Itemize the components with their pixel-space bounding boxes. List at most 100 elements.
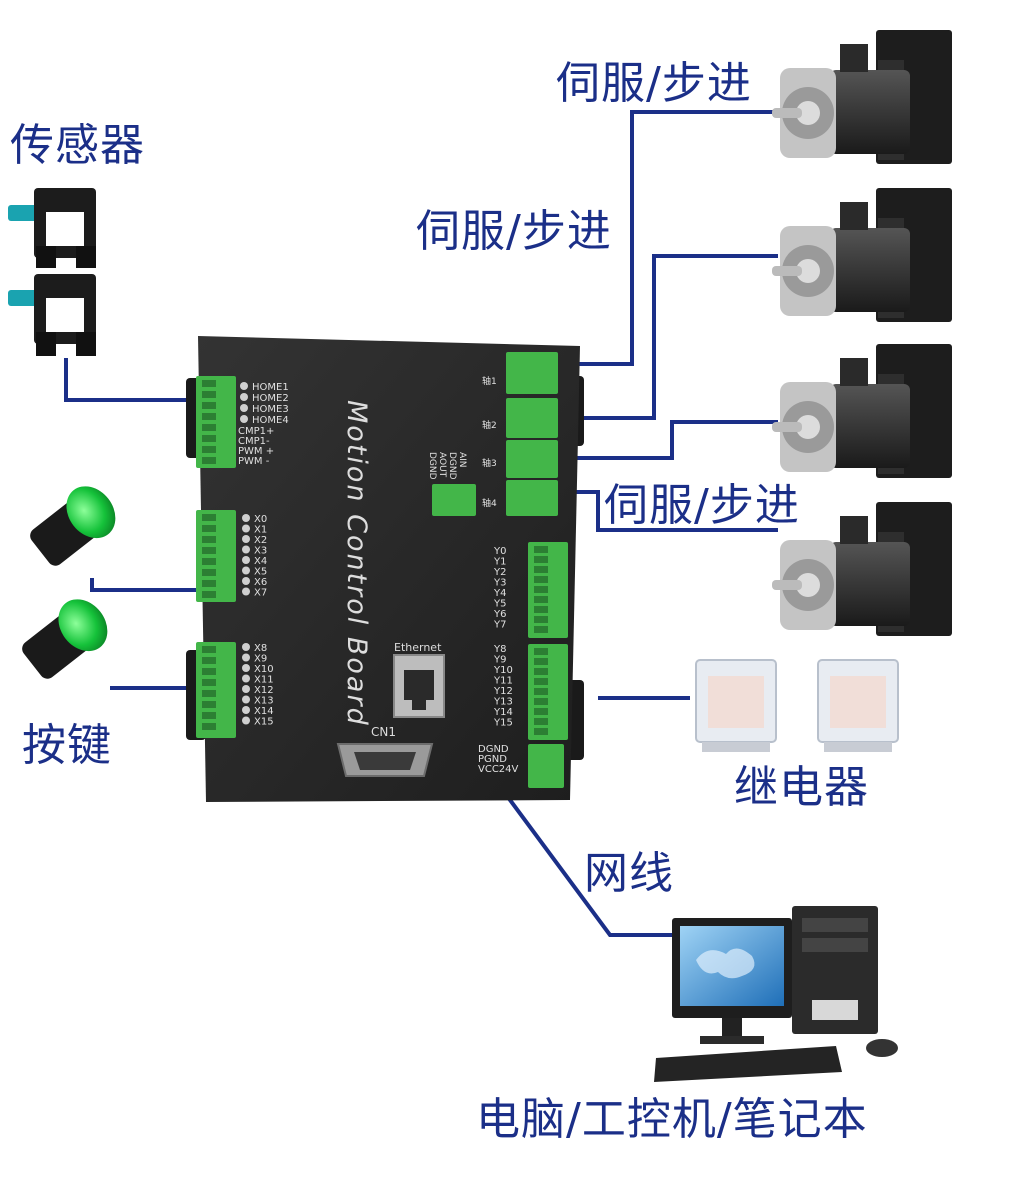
relay-2	[817, 659, 899, 752]
terminal-screw	[202, 646, 216, 653]
terminal-screw	[202, 580, 216, 587]
pin-label: Y10	[493, 665, 513, 676]
pin-label: X15	[254, 717, 274, 728]
servo-unit-4	[772, 502, 952, 636]
pin-label: CMP1+	[238, 426, 274, 437]
push-button-1	[30, 486, 116, 566]
pin-label: X1	[254, 525, 267, 536]
status-led	[242, 577, 250, 585]
pin-label: X6	[254, 577, 267, 588]
terminal-screw	[202, 701, 216, 708]
status-led	[242, 566, 250, 575]
pin-label: X12	[254, 685, 274, 696]
pin-label: X11	[254, 675, 274, 686]
terminal-screw	[534, 708, 548, 715]
status-led	[242, 706, 250, 714]
terminal-screw	[202, 413, 216, 420]
status-led	[242, 695, 250, 704]
status-led	[240, 404, 248, 412]
terminal-screw	[202, 457, 216, 464]
status-led	[242, 653, 250, 662]
status-led	[242, 664, 250, 672]
servo-label-3: 伺服/步进	[604, 480, 800, 531]
pin-label: X9	[254, 654, 267, 665]
terminal-screw	[202, 657, 216, 664]
status-led	[240, 382, 248, 390]
terminal-screw	[202, 547, 216, 554]
terminal-screw	[202, 536, 216, 543]
sensor-2	[8, 274, 96, 356]
analog-pin-label: AIN	[457, 452, 467, 468]
pin-label: Y7	[493, 620, 506, 631]
pin-label: Y14	[493, 707, 513, 718]
pin-label: X10	[254, 664, 274, 675]
terminal-screw	[202, 402, 216, 409]
pin-label: Y0	[493, 546, 506, 557]
pin-label: Y3	[493, 578, 506, 589]
axis-label: 轴4	[482, 497, 497, 509]
servo-unit-2	[772, 188, 952, 322]
terminal-screw	[202, 435, 216, 442]
status-led	[242, 685, 250, 693]
status-led	[240, 415, 248, 423]
sensor-1	[8, 188, 96, 268]
terminal-screw	[534, 658, 548, 665]
terminal-screw	[202, 690, 216, 697]
terminal-block-x-low	[196, 510, 236, 602]
wire-servo-2	[548, 254, 778, 420]
wire-sensor	[64, 358, 205, 402]
terminal-screw	[202, 558, 216, 565]
pin-label: CMP1-	[238, 436, 270, 447]
axis-label: 轴1	[482, 375, 497, 387]
pin-label: X0	[254, 514, 267, 525]
status-led	[242, 716, 250, 725]
pin-label: Y6	[493, 609, 506, 620]
analog-pin-label: DGND	[427, 452, 437, 480]
pin-label: X5	[254, 567, 267, 578]
ethernet-label: Ethernet	[394, 641, 442, 654]
pin-label: X7	[254, 588, 267, 599]
terminal-screw	[202, 525, 216, 532]
pin-label: PWM -	[238, 456, 270, 467]
terminal-screw	[534, 586, 548, 593]
relay-1	[695, 659, 777, 752]
terminal-screw	[202, 679, 216, 686]
status-led	[242, 535, 250, 543]
network-cable-label: 网线	[584, 848, 674, 899]
pin-label: Y15	[493, 718, 513, 729]
pin-label: HOME4	[252, 415, 289, 426]
pin-label: DGND	[478, 744, 509, 755]
status-led	[242, 674, 250, 683]
servo-label-1: 伺服/步进	[556, 58, 752, 109]
board-title: Motion Control Board	[341, 400, 372, 727]
terminal-screw	[534, 728, 548, 735]
terminal-screw	[534, 546, 548, 553]
pin-label: X14	[254, 706, 274, 717]
pin-label: X2	[254, 535, 267, 546]
axis-connectors	[432, 352, 558, 516]
terminal-screw	[202, 446, 216, 453]
pin-label: X3	[254, 546, 267, 557]
pin-label: PWM +	[238, 446, 274, 457]
terminal-screw	[534, 698, 548, 705]
terminal-screw	[202, 424, 216, 431]
terminal-screw	[202, 723, 216, 730]
terminal-screw	[534, 668, 548, 675]
ethernet-port	[393, 654, 445, 718]
servo-label-2: 伺服/步进	[416, 206, 612, 257]
terminal-screw	[202, 514, 216, 521]
pin-label: Y13	[493, 697, 513, 708]
terminal-screw	[534, 566, 548, 573]
terminal-screw	[202, 712, 216, 719]
computer	[654, 906, 898, 1082]
servo-unit-1	[772, 30, 952, 164]
pin-label: Y12	[493, 686, 513, 697]
pin-label: VCC24V	[478, 764, 519, 775]
pin-label: Y5	[493, 599, 506, 610]
terminal-screw	[534, 688, 548, 695]
axis-label: 轴3	[482, 457, 497, 469]
status-led	[240, 393, 248, 401]
pin-label: Y8	[493, 644, 506, 655]
terminal-screw	[534, 596, 548, 603]
